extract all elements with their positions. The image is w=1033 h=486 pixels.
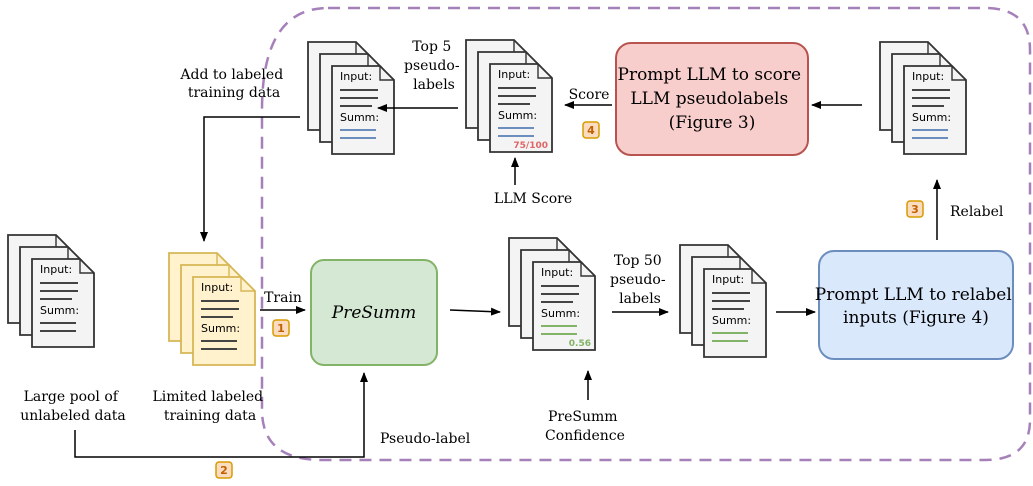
relabel-node-line-2: inputs (Figure 4) <box>843 308 989 328</box>
doc-summ-label: Summ: <box>912 111 951 124</box>
doc-input-label: Input: <box>912 70 944 83</box>
svg-text:Add to labeled training: Add to labeled training data <box>179 67 287 101</box>
document-page <box>331 65 395 155</box>
large-pool-line-1: Large pool of <box>24 389 120 405</box>
svg-text:Prompt LLM to score LLM ps: Prompt LLM to score LLM pseudolabels (Fi… <box>618 65 807 133</box>
doc-input-label: Input: <box>40 263 72 276</box>
doc-summ-label: Summ: <box>201 322 240 335</box>
train-label: Train <box>264 290 302 306</box>
top50-line-2: pseudo- <box>610 272 666 288</box>
doc-input-label: Input: <box>201 281 233 294</box>
page-fold <box>379 66 394 81</box>
doc-summ-label: Summ: <box>712 314 751 327</box>
scored-doc-stack: Input: Summ: 75/100 <box>465 39 553 153</box>
document-page <box>532 261 596 351</box>
document-page <box>31 258 95 348</box>
score-label: Score <box>569 87 610 103</box>
labeled-doc-stack: Input: Summ: <box>168 252 256 366</box>
score-node-line-2: LLM pseudolabels <box>630 89 788 109</box>
arrow-pseudo-label <box>74 372 368 458</box>
step-badge-2 <box>215 461 233 479</box>
top50-line-3: labels <box>619 291 661 307</box>
large-pool-line-2: unlabeled data <box>20 408 126 424</box>
top5-line-2: pseudo- <box>404 58 460 74</box>
add-to-labeled-line-2: training data <box>188 85 280 101</box>
step-badge-4-text: 4 <box>587 124 595 137</box>
llm-score-value: 75/100 <box>513 141 548 151</box>
document-page <box>903 65 967 155</box>
filtered-doc-stack: Input: Summ: <box>307 41 395 155</box>
presumm-node <box>310 259 438 366</box>
svg-text:Top 50 pseudo- lab: Top 50 pseudo- labels <box>610 253 670 307</box>
page-fold <box>751 269 766 284</box>
relabel-node-line-1: Prompt LLM to relabel <box>815 285 1012 305</box>
doc-summ-label: Summ: <box>498 109 537 122</box>
step-badge-4 <box>582 121 600 139</box>
limited-labeled-line-1: Limited labeled <box>152 389 263 405</box>
limited-labeled-line-2: training data <box>164 408 256 424</box>
llm-score-label: LLM Score <box>494 191 572 207</box>
confidence-value: 0.56 <box>569 339 591 349</box>
doc-summ-label: Summ: <box>340 111 379 124</box>
step-badge-3-text: 3 <box>911 203 919 216</box>
relabel-llm-node <box>818 250 1014 360</box>
top5-line-1: Top 5 <box>412 39 451 55</box>
svg-text:PreSumm Confidence: PreSumm Confidence <box>545 409 625 444</box>
pseudolabel-doc-stack: Input: Summ: 0.56 <box>508 237 596 351</box>
relabeled-doc-stack: Input: Summ: <box>879 41 967 155</box>
page-fold <box>951 66 966 81</box>
add-to-labeled-line-1: Add to labeled <box>179 67 283 83</box>
svg-text:Limited labeled training: Limited labeled training data <box>152 389 267 424</box>
doc-input-label: Input: <box>340 70 372 83</box>
pseudo-label-label: Pseudo-label <box>380 431 471 447</box>
presumm-label: PreSumm <box>331 303 416 323</box>
confidence-line-1: PreSumm <box>548 409 618 425</box>
svg-text:Prompt LLM to relabel inpu: Prompt LLM to relabel inputs (Figure 4) <box>815 285 1017 328</box>
score-node-line-3: (Figure 3) <box>669 113 756 133</box>
page-fold <box>537 64 552 79</box>
top50-doc-stack: Input: Summ: <box>679 244 767 358</box>
top50-line-1: Top 50 <box>614 253 662 269</box>
arrow-add-to-labeled <box>200 116 300 242</box>
svg-text:Large pool of unlabeled: Large pool of unlabeled data <box>20 389 126 424</box>
unlabeled-doc-stack: Input: Summ: <box>7 234 95 348</box>
doc-input-label: Input: <box>541 266 573 279</box>
doc-summ-label: Summ: <box>40 304 79 317</box>
page-fold <box>79 259 94 274</box>
relabel-label: Relabel <box>950 204 1004 220</box>
step-badge-1-text: 1 <box>277 322 285 335</box>
svg-text:Top 5 pseudo- labe: Top 5 pseudo- labels <box>404 39 464 93</box>
score-node-line-1: Prompt LLM to score <box>618 65 802 85</box>
confidence-line-2: Confidence <box>545 428 625 444</box>
step-badge-1 <box>272 319 290 337</box>
document-page <box>703 268 767 358</box>
score-llm-node <box>615 42 809 156</box>
arrow-presumm-to-confidence <box>449 307 501 316</box>
top5-line-3: labels <box>413 77 455 93</box>
step-badge-2-text: 2 <box>220 464 228 477</box>
doc-input-label: Input: <box>498 68 530 81</box>
doc-input-label: Input: <box>712 273 744 286</box>
document-page <box>489 63 553 153</box>
step-badge-3 <box>906 200 924 218</box>
document-page <box>192 276 256 366</box>
page-fold <box>580 262 595 277</box>
loop-region-border <box>260 6 1032 462</box>
page-fold <box>240 277 255 292</box>
doc-summ-label: Summ: <box>541 307 580 320</box>
